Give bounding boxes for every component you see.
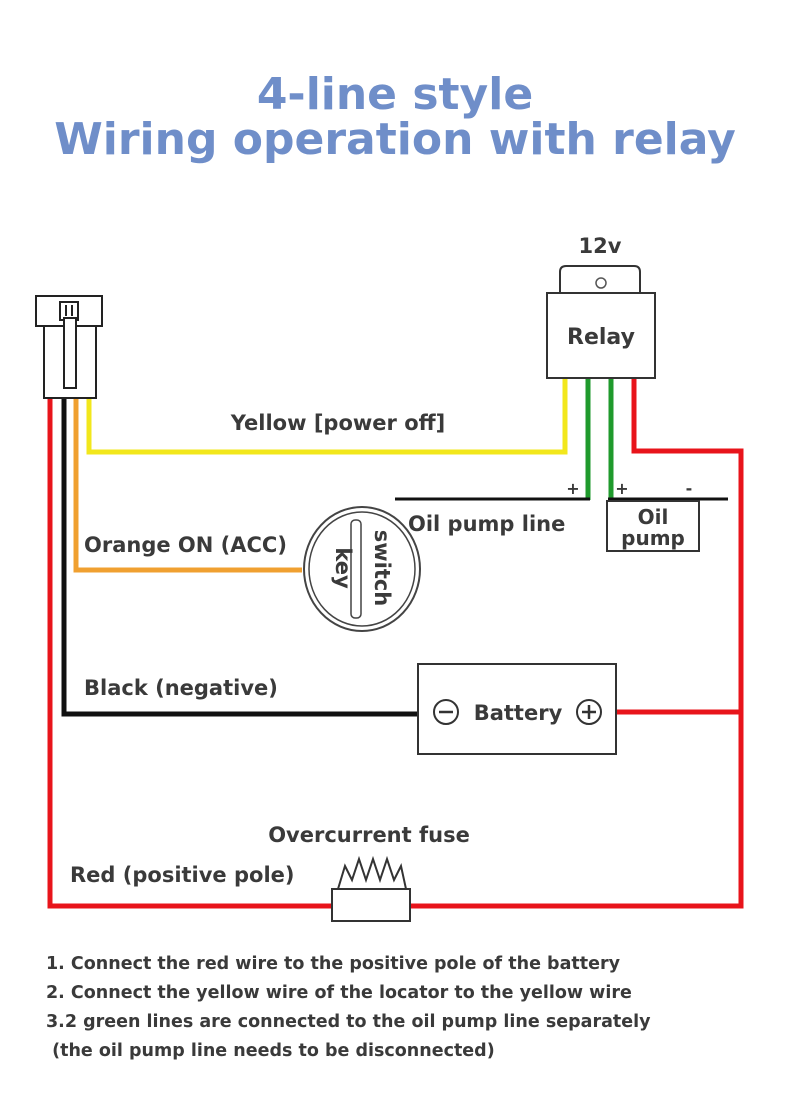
battery xyxy=(417,663,617,755)
battery-minus-icon xyxy=(433,699,459,725)
fuse-element-icon xyxy=(337,855,407,890)
oil-pump-plus-right: + xyxy=(615,479,628,498)
black-wire xyxy=(61,398,418,717)
note-2: 2. Connect the yellow wire of the locato… xyxy=(46,983,632,1003)
relay-mount-icon xyxy=(595,277,607,289)
title-line-1: 4-line style xyxy=(256,69,534,120)
oil-pump-label-2: pump xyxy=(621,526,685,550)
oil-pump-minus: - xyxy=(686,479,693,498)
relay-label: Relay xyxy=(567,325,635,350)
note-4: (the oil pump line needs to be disconnec… xyxy=(46,1041,495,1061)
key-switch-label-1: switch xyxy=(370,530,394,607)
oil-pump-line-label: Oil pump line xyxy=(408,512,565,536)
red-wire xyxy=(47,378,744,909)
overcurrent-fuse xyxy=(331,855,411,922)
relay-voltage-label: 12v xyxy=(579,234,622,258)
key-switch xyxy=(303,506,421,632)
battery-label: Battery xyxy=(474,701,563,725)
green-wires xyxy=(585,378,614,500)
title-line-2: Wiring operation with relay xyxy=(54,114,736,165)
orange-wire-label: Orange ON (ACC) xyxy=(84,533,287,557)
oil-pump-label-1: Oil xyxy=(638,505,669,529)
battery-plus-icon xyxy=(576,699,602,725)
oil-pump-plus-left: + xyxy=(566,479,579,498)
locator-connector xyxy=(35,295,103,399)
yellow-wire-label: Yellow [power off] xyxy=(230,411,445,435)
key-switch-label-2: key xyxy=(331,547,355,589)
note-1: 1. Connect the red wire to the positive … xyxy=(46,954,621,974)
note-3: 3.2 green lines are connected to the oil… xyxy=(46,1012,651,1032)
fuse-label: Overcurrent fuse xyxy=(268,823,470,847)
instruction-notes: 1. Connect the red wire to the positive … xyxy=(46,950,766,1066)
yellow-wire xyxy=(86,378,568,455)
orange-wire xyxy=(73,398,302,573)
black-wire-label: Black (negative) xyxy=(84,676,278,700)
red-wire-label: Red (positive pole) xyxy=(70,863,295,887)
oil-pump-box xyxy=(606,500,700,552)
relay xyxy=(546,265,656,379)
